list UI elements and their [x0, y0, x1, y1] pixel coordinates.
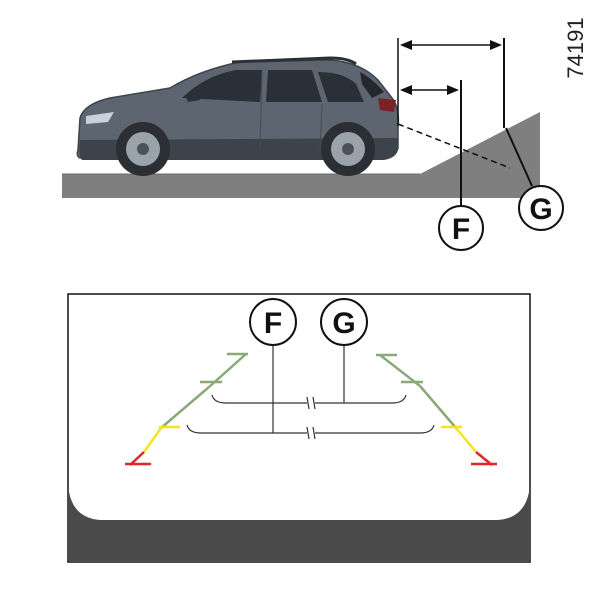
- side-view-illustration: F G 74191: [62, 17, 588, 251]
- callout-g-screen: G: [320, 298, 368, 346]
- left-guide-line: [125, 352, 248, 466]
- distance-line-f: [186, 424, 435, 440]
- right-guide-line: [376, 353, 497, 466]
- measurement-lines: [397, 38, 533, 208]
- callout-g-top: G: [518, 185, 564, 231]
- camera-screen: F G: [67, 293, 531, 563]
- ground-ramp: [62, 112, 540, 198]
- callout-f-screen: F: [249, 298, 297, 346]
- callout-g-top-label: G: [529, 193, 552, 226]
- callout-f-screen-label: F: [264, 307, 282, 340]
- callout-f-top-label: F: [452, 213, 470, 246]
- screen-bottom-band: [69, 492, 529, 561]
- callout-f-top: F: [438, 205, 484, 251]
- callout-g-screen-label: G: [332, 307, 355, 340]
- figure-reference-number: 74191: [563, 17, 588, 78]
- distance-line-g: [211, 394, 407, 410]
- car-icon: [76, 56, 400, 176]
